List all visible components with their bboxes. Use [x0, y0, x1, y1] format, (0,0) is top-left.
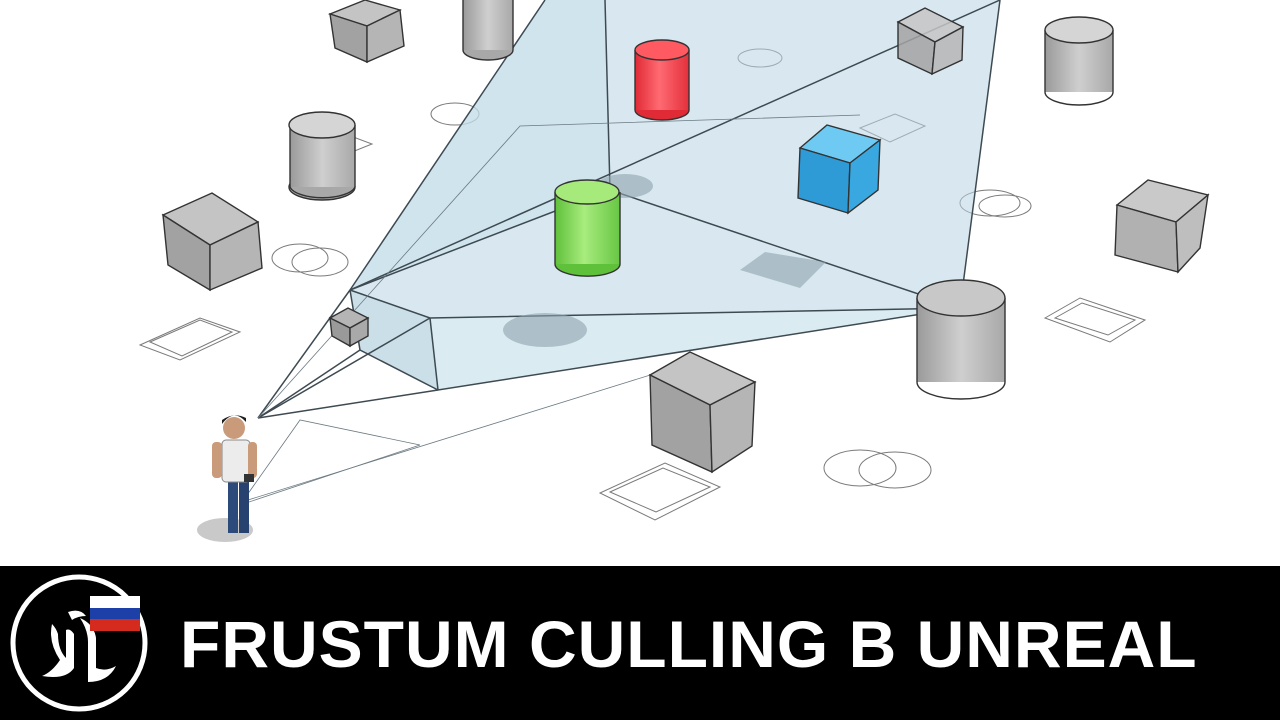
grey-cylinder [463, 0, 513, 60]
video-title: FRUSTUM CULLING B UNREAL [180, 604, 1198, 684]
grey-cylinder [917, 280, 1005, 399]
grey-cylinder [1045, 17, 1113, 105]
frustum-culling-illustration [0, 0, 1280, 566]
grey-cylinder [289, 112, 355, 200]
viewer-person [197, 415, 257, 542]
grey-cube [330, 0, 404, 62]
russian-flag-icon [90, 596, 140, 631]
grey-cube [650, 352, 755, 472]
unreal-engine-logo-icon [8, 572, 150, 714]
grey-cube [163, 193, 262, 290]
title-banner: FRUSTUM CULLING B UNREAL [0, 566, 1280, 720]
red-cylinder [635, 40, 689, 120]
grey-cube [1115, 180, 1208, 272]
green-cylinder [555, 180, 620, 276]
